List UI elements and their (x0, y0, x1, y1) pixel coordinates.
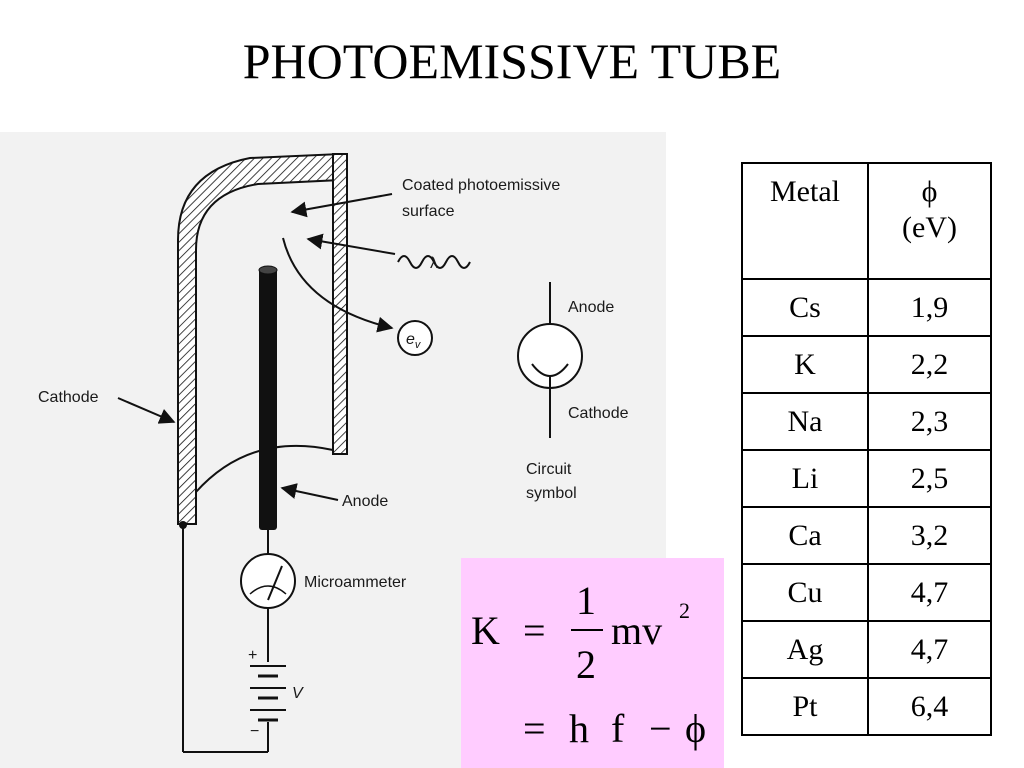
formula-phi: ϕ (685, 706, 706, 751)
formula-equals-1: = (523, 608, 546, 653)
table-header-row: Metal ϕ (eV) (741, 162, 992, 280)
tube-bottom-arc (195, 444, 334, 493)
photon-wave (397, 255, 471, 269)
voltage-label: V (292, 685, 304, 702)
battery-icon (250, 665, 286, 722)
metal-cell: K (741, 335, 869, 394)
slide-title: PHOTOEMISSIVE TUBE (242, 33, 782, 89)
electron-path (282, 237, 394, 333)
circuit-symbol-label-line2: symbol (526, 485, 577, 502)
circuit-symbol-label-line1: Circuit (526, 461, 572, 478)
phi-cell: 4,7 (867, 563, 992, 622)
anode-rod (259, 268, 277, 530)
header-phi-unit: (eV) (902, 211, 957, 244)
diagram-drawing: λ Coated photoemissive surface ev Cathod… (38, 152, 629, 753)
header-phi-symbol: ϕ (921, 175, 938, 208)
symbol-anode-label: Anode (568, 299, 614, 316)
symbol-cathode-label: Cathode (568, 405, 629, 422)
phi-cell: 4,7 (867, 620, 992, 679)
header-phi: ϕ (eV) (867, 162, 992, 280)
phi-cell: 2,3 (867, 392, 992, 451)
formula-drawing: K = 1 2 mv 2 = h f − ϕ (471, 578, 706, 751)
metal-cell: Cu (741, 563, 869, 622)
metal-cell: Pt (741, 677, 869, 736)
metal-cell: Ca (741, 506, 869, 565)
formula-minus: − (649, 706, 672, 751)
microammeter-label: Microammeter (304, 574, 407, 591)
formula-k: K (471, 608, 500, 653)
anode-arrow (280, 483, 339, 501)
photon-arrow (306, 233, 396, 255)
microammeter-scale (249, 585, 287, 595)
battery-plus-label: + (248, 647, 257, 664)
formula-exponent: 2 (679, 598, 690, 623)
microammeter-needle (267, 565, 283, 601)
coated-surface-arrow (290, 193, 393, 218)
header-metal: Metal (741, 162, 869, 280)
metal-cell: Na (741, 392, 869, 451)
phi-cell: 1,9 (867, 278, 992, 337)
formula-h: h (569, 706, 589, 751)
lambda-label: λ (430, 255, 438, 272)
cathode-label: Cathode (38, 389, 99, 406)
metal-cell: Cs (741, 278, 869, 337)
phi-cell: 3,2 (867, 506, 992, 565)
kinetic-energy-formula: K = 1 2 mv 2 = h f − ϕ (461, 558, 724, 768)
formula-equals-2: = (523, 706, 546, 751)
phi-cell: 6,4 (867, 677, 992, 736)
formula-denominator: 2 (576, 642, 596, 687)
cathode-arrow (117, 397, 176, 424)
formula-numerator: 1 (576, 578, 596, 623)
metal-cell: Li (741, 449, 869, 508)
phi-cell: 2,5 (867, 449, 992, 508)
formula-f: f (611, 706, 625, 751)
tube-right-wall (332, 153, 348, 455)
electron-circle (397, 320, 433, 356)
coated-surface-label-line2: surface (402, 203, 455, 220)
battery-minus-label: − (250, 723, 259, 740)
phi-cell: 2,2 (867, 335, 992, 394)
anode-label: Anode (342, 493, 388, 510)
coated-surface-label-line1: Coated photoemissive (402, 177, 560, 194)
electron-label: ev (406, 331, 422, 351)
formula-mv: mv (611, 608, 662, 653)
anode-rod-top (258, 265, 278, 275)
metal-cell: Ag (741, 620, 869, 679)
photoemissive-tube-diagram: λ Coated photoemissive surface ev Cathod… (0, 132, 666, 768)
